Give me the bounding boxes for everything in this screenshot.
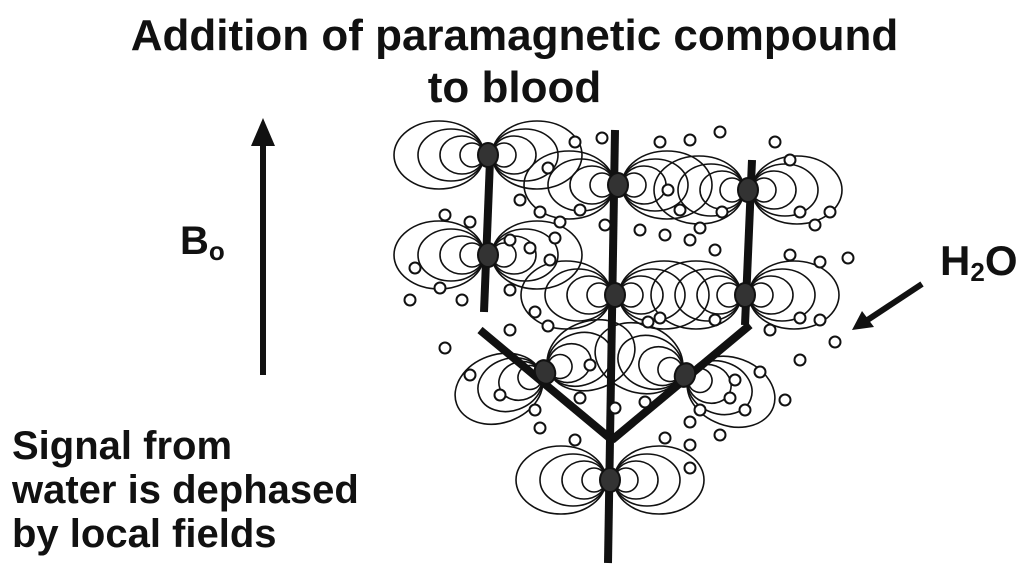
water-pointer-arrow [852, 284, 922, 330]
water-molecule [780, 395, 791, 406]
water-molecule [715, 430, 726, 441]
water-molecule [795, 207, 806, 218]
water-molecule [535, 423, 546, 434]
water-molecule [600, 220, 611, 231]
water-molecule [543, 163, 554, 174]
water-molecule [830, 337, 841, 348]
water-molecule [643, 317, 654, 328]
water-molecule [740, 405, 751, 416]
water-molecule [530, 307, 541, 318]
water-molecule [695, 405, 706, 416]
water-molecule [675, 205, 686, 216]
water-molecule [597, 133, 608, 144]
water-molecule [505, 325, 516, 336]
water-molecule [843, 253, 854, 264]
water-molecule [655, 137, 666, 148]
water-molecule [725, 393, 736, 404]
water-molecule [465, 370, 476, 381]
water-molecule [585, 360, 596, 371]
water-molecule [715, 127, 726, 138]
water-molecule [685, 235, 696, 246]
water-molecule [575, 205, 586, 216]
water-molecule [405, 295, 416, 306]
water-molecule [505, 235, 516, 246]
water-molecule [660, 433, 671, 444]
water-molecule [610, 403, 621, 414]
water-molecule [543, 321, 554, 332]
water-molecule [815, 257, 826, 268]
water-molecule [660, 230, 671, 241]
water-molecule [505, 285, 516, 296]
water-molecule [550, 233, 561, 244]
field-symbol: B [180, 219, 209, 263]
water-molecule [640, 397, 651, 408]
water-molecule [663, 185, 674, 196]
water-molecule [795, 313, 806, 324]
water-molecule [710, 245, 721, 256]
caption-line-2: water is dephased [12, 468, 359, 512]
water-molecule [570, 435, 581, 446]
water-molecule [755, 367, 766, 378]
water-molecule [695, 223, 706, 234]
water-molecule [555, 217, 566, 228]
field-subscript: o [209, 236, 225, 266]
water-molecule [685, 417, 696, 428]
paramagnetic-dipoles [394, 121, 842, 514]
water-molecule [717, 207, 728, 218]
water-molecule [635, 225, 646, 236]
water-molecule [655, 313, 666, 324]
water-molecule [440, 210, 451, 221]
caption: Signal from water is dephased by local f… [12, 424, 359, 556]
water-molecule [815, 315, 826, 326]
field-direction-arrow [251, 118, 275, 375]
water-molecule [710, 315, 721, 326]
water-molecule [440, 343, 451, 354]
water-molecule [765, 325, 776, 336]
water-molecule [825, 207, 836, 218]
water-molecule [570, 137, 581, 148]
water-label: H2O [940, 240, 1017, 285]
water-molecule [685, 463, 696, 474]
water-molecule [575, 393, 586, 404]
water-molecule [685, 440, 696, 451]
water-molecule [535, 207, 546, 218]
title-line-2: to blood [0, 66, 1029, 110]
field-label: Bo [180, 221, 225, 264]
water-molecule [785, 250, 796, 261]
water-molecule [810, 220, 821, 231]
water-molecule [495, 390, 506, 401]
caption-line-1: Signal from [12, 424, 359, 468]
water-molecule [795, 355, 806, 366]
title-line-1: Addition of paramagnetic compound [0, 14, 1029, 58]
caption-line-3: by local fields [12, 512, 359, 556]
water-prefix: H [940, 237, 970, 284]
water-suffix: O [985, 237, 1018, 284]
water-molecule [530, 405, 541, 416]
water-molecule [525, 243, 536, 254]
water-molecule [410, 263, 421, 274]
water-molecule [730, 375, 741, 386]
water-molecule [785, 155, 796, 166]
water-molecule [515, 195, 526, 206]
water-molecule [435, 283, 446, 294]
water-molecule [545, 255, 556, 266]
water-molecule [465, 217, 476, 228]
water-subscript: 2 [970, 257, 984, 287]
water-molecule [770, 137, 781, 148]
water-molecule [457, 295, 468, 306]
water-molecule [685, 135, 696, 146]
